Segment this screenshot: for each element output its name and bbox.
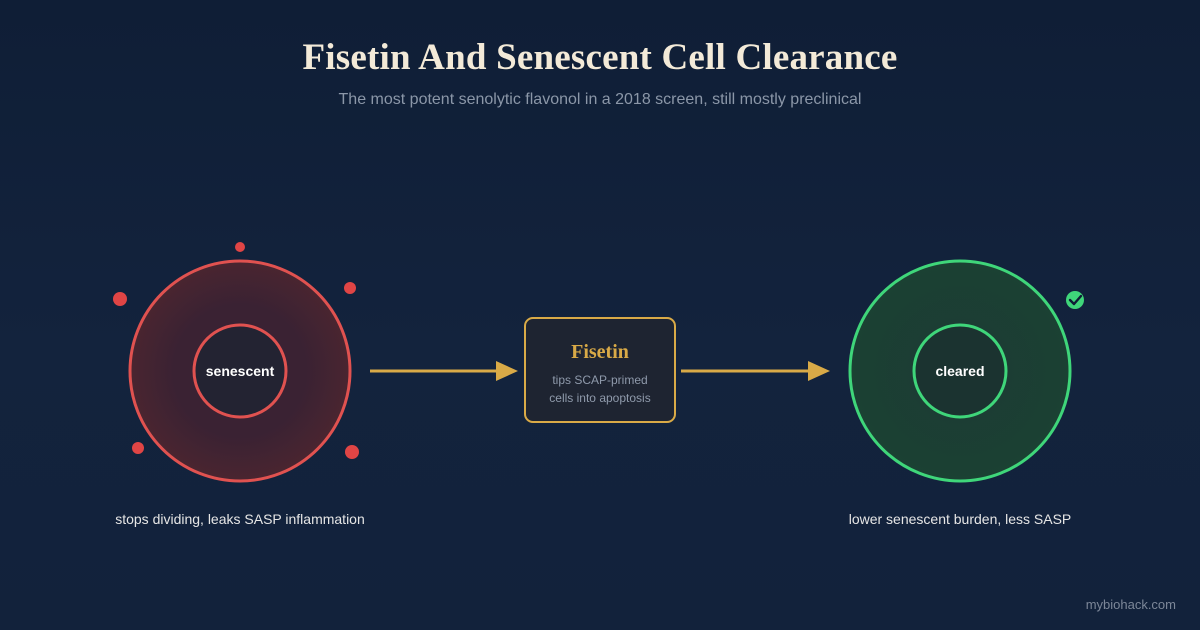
arrow-to-fisetin bbox=[370, 361, 518, 381]
check-icon bbox=[1066, 291, 1084, 309]
cleared-label: cleared bbox=[935, 363, 984, 379]
senescent-caption: stops dividing, leaks SASP inflammation bbox=[115, 511, 365, 527]
fisetin-box: Fisetin tips SCAP-primed cells into apop… bbox=[524, 317, 676, 423]
cleared-cell: cleared bbox=[848, 259, 1084, 483]
senescent-cell: senescent bbox=[113, 242, 359, 483]
cleared-caption: lower senescent burden, less SASP bbox=[848, 511, 1072, 527]
site-watermark: mybiohack.com bbox=[1085, 597, 1176, 612]
cleared-nucleus bbox=[912, 323, 1008, 419]
fisetin-desc-line2: cells into apoptosis bbox=[549, 391, 650, 405]
sasp-dot bbox=[132, 442, 144, 454]
sasp-dot bbox=[344, 282, 356, 294]
sasp-dot bbox=[113, 292, 127, 306]
page-subtitle: The most potent senolytic flavonol in a … bbox=[338, 91, 862, 108]
fisetin-desc-line1: tips SCAP-primed bbox=[552, 373, 647, 387]
senescent-label: senescent bbox=[206, 363, 275, 379]
arrow-to-cleared bbox=[681, 361, 830, 381]
sasp-dot bbox=[235, 242, 245, 252]
senescent-nucleus bbox=[192, 323, 288, 419]
fisetin-title: Fisetin bbox=[571, 341, 629, 363]
page-title: Fisetin And Senescent Cell Clearance bbox=[302, 37, 898, 78]
sasp-dot bbox=[345, 445, 359, 459]
